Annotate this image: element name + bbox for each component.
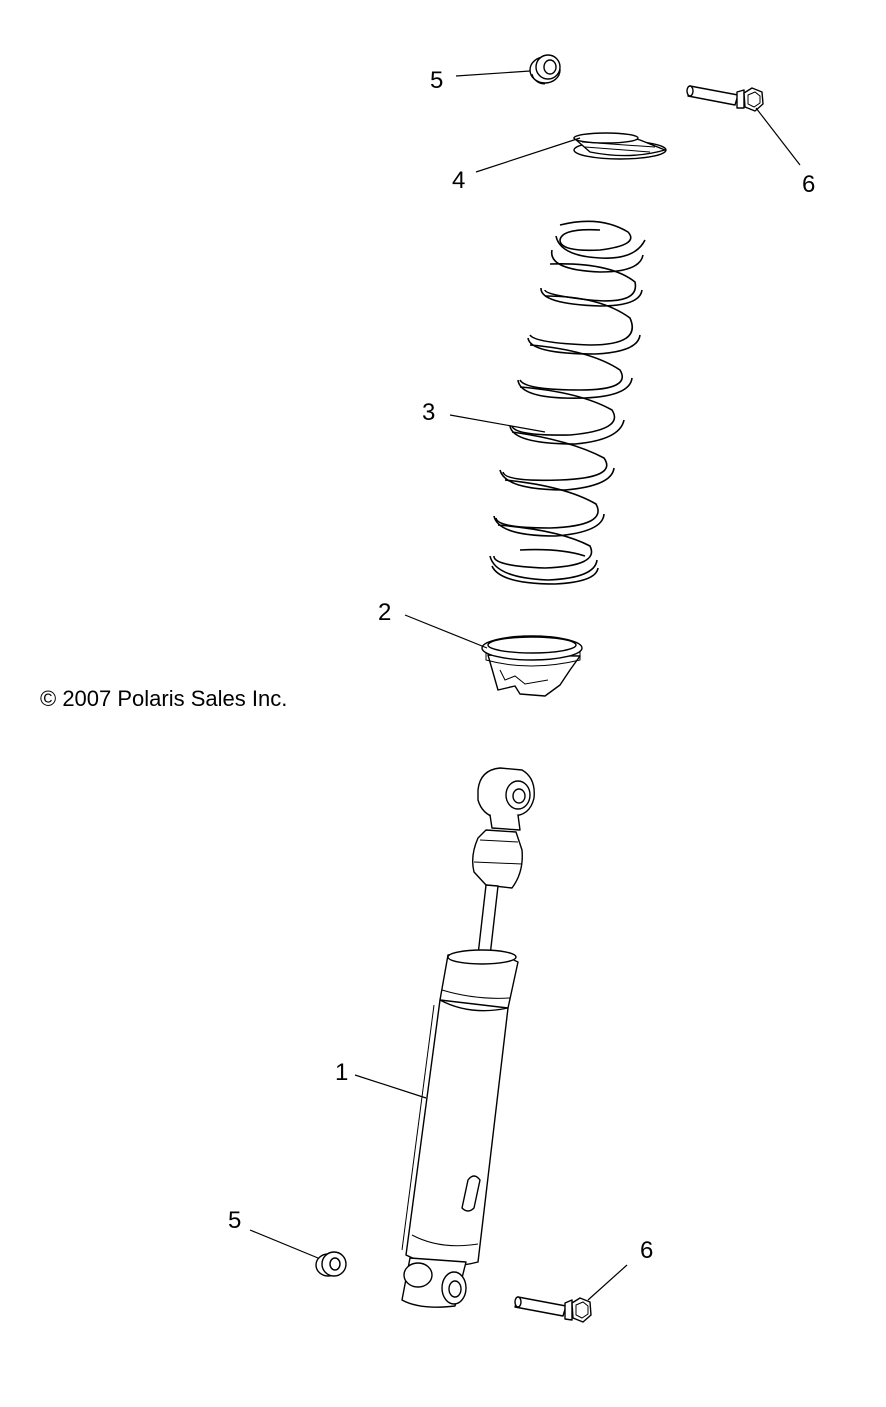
coil-spring: [489, 220, 646, 585]
bushing-bottom: [315, 1251, 347, 1277]
bolt-top: [686, 85, 764, 112]
shock-absorber: [401, 767, 535, 1308]
callout-6-bottom: 6: [640, 1237, 653, 1264]
callout-1: 1: [335, 1059, 348, 1086]
callout-5-bottom: 5: [228, 1207, 241, 1234]
callout-6-top: 6: [802, 171, 815, 198]
bolt-bottom: [514, 1296, 592, 1323]
callout-5-top: 5: [430, 67, 443, 94]
callout-4: 4: [452, 167, 465, 194]
callout-3: 3: [422, 399, 435, 426]
copyright-notice: © 2007 Polaris Sales Inc.: [40, 686, 288, 711]
upper-spring-retainer: [573, 132, 667, 160]
bushing-top: [529, 54, 561, 85]
lower-spring-seat: [481, 635, 583, 697]
callout-2: 2: [378, 599, 391, 626]
